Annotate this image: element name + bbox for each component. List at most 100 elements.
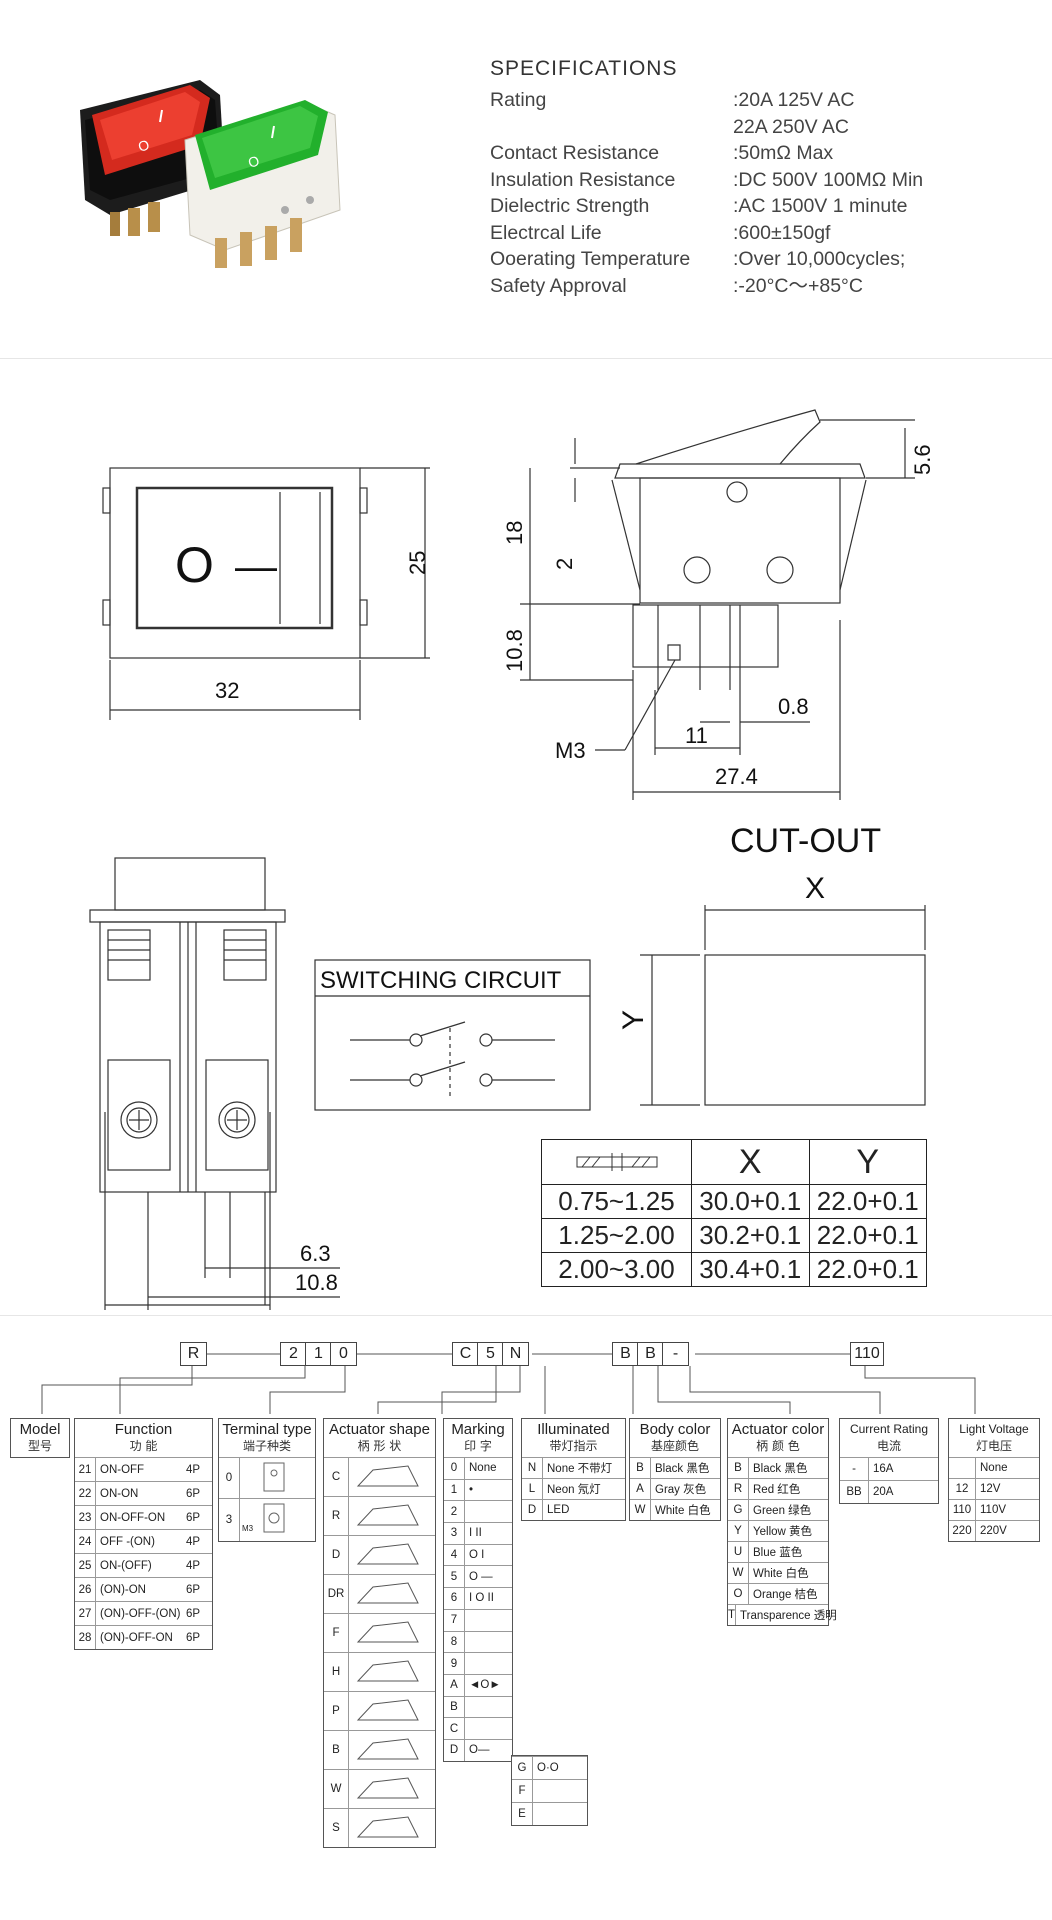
code-row: P [324,1691,435,1730]
dim-10-8-bottom: 10.8 [295,1270,338,1295]
code-letter: 2 [444,1501,465,1523]
code-description: LED [547,1504,570,1516]
code-description: (ON)-OFF-ON [100,1631,173,1644]
dim-5-6: 5.6 [910,444,935,475]
switching-circuit-frame [314,959,591,1111]
cutout-cell: 30.4+0.1 [691,1252,810,1287]
dim-2: 2 [552,558,577,570]
code-row: 8 [444,1630,512,1653]
spec-key: Rating [490,89,547,111]
code-description: 16A [873,1463,894,1475]
code-description [349,1616,435,1651]
body-color-title: Body color [639,1421,711,1438]
thickness-icon [541,1139,692,1185]
svg-text:O: O [136,136,151,155]
terminal-code: 3 [219,1499,240,1541]
code-row: B [324,1730,435,1769]
code-description: O I [469,1549,485,1562]
code-row: 1• [444,1478,512,1501]
code-letter: W [728,1563,749,1583]
front-view-outline [109,467,361,659]
cutout-cell: 22.0+0.1 [808,1252,927,1287]
code-letter [949,1458,976,1478]
product-photo: O O [80,80,341,268]
code-letter: S [324,1809,349,1847]
illuminated-title-cn: 带灯指示 [549,1439,598,1453]
spec-value: :AC 1500V 1 minute [733,195,908,217]
code-description: Black 黑色 [753,1463,808,1475]
spec-row: Ooerating Temperature:Over 10,000cycles; [490,246,1030,273]
code-row: A◄O► [444,1673,512,1696]
code-row: F [324,1613,435,1652]
part-number-segment: - [662,1342,689,1366]
actuator-shape-drawing [356,1776,419,1798]
code-letter: 23 [75,1506,96,1529]
cutout-cell: 1.25~2.00 [541,1218,692,1253]
part-number-segment: 2 [280,1342,307,1366]
code-letter: 1 [444,1479,465,1501]
cutout-cell: 22.0+0.1 [808,1184,927,1219]
pin-count: 6P [186,1631,201,1644]
current-rating-title-cn: 电流 [876,1439,901,1453]
code-description: White 白色 [655,1505,711,1517]
code-description: Yellow 黄色 [753,1526,813,1538]
code-description: ON-OFF-ON [100,1511,166,1524]
code-description: 220V [980,1525,1007,1537]
code-letter: W [630,1500,651,1520]
cutout-header-x: X [691,1139,810,1185]
spec-value: :600±150gf [733,221,831,244]
code-letter: C [444,1718,465,1739]
pin-count: 6P [186,1511,201,1524]
terminal-title-cn: 端子种类 [242,1439,291,1453]
code-letter: 27 [75,1602,96,1625]
code-letter: 26 [75,1578,96,1601]
code-letter: L [522,1479,543,1499]
code-letter: G [512,1757,533,1779]
section-divider [0,358,1052,359]
code-letter: R [324,1497,349,1535]
code-letter: D [324,1536,349,1574]
code-description [349,1538,435,1573]
code-letter: 6 [444,1588,465,1609]
terminal-code: 0 [219,1458,240,1498]
spec-row: Contact Resistance:50mΩ Max [490,140,1030,167]
current-rating-title: Current Rating [849,1422,929,1436]
code-letter: 12 [949,1479,976,1499]
section-divider [0,1315,1052,1316]
marking-title-cn: 印 字 [464,1439,492,1453]
part-number-segment: R [180,1342,207,1366]
dim-6-3: 6.3 [300,1241,331,1266]
code-row: D [324,1535,435,1574]
part-number-segment: 1 [305,1342,332,1366]
actuator-shape-drawing [356,1659,419,1681]
code-row: 9 [444,1652,512,1674]
spec-row: 22A 250V AC [490,114,1030,141]
code-description: (ON)-ON [100,1583,146,1596]
code-description: O— [469,1744,490,1757]
code-letter: W [324,1770,349,1808]
code-row: S [324,1808,435,1847]
code-row: C [324,1457,435,1496]
function-title: Function [114,1421,173,1438]
spec-key: Contact Resistance [490,142,660,164]
cutout-rect [704,954,926,1106]
terminal-drawing: M3 [240,1500,315,1541]
code-description: O — [469,1570,493,1583]
spec-row: Insulation Resistance:DC 500V 100MΩ Min [490,167,1030,194]
cutout-cell: 0.75~1.25 [541,1184,692,1219]
code-letter: B [444,1696,465,1718]
side-view-body [639,477,841,604]
